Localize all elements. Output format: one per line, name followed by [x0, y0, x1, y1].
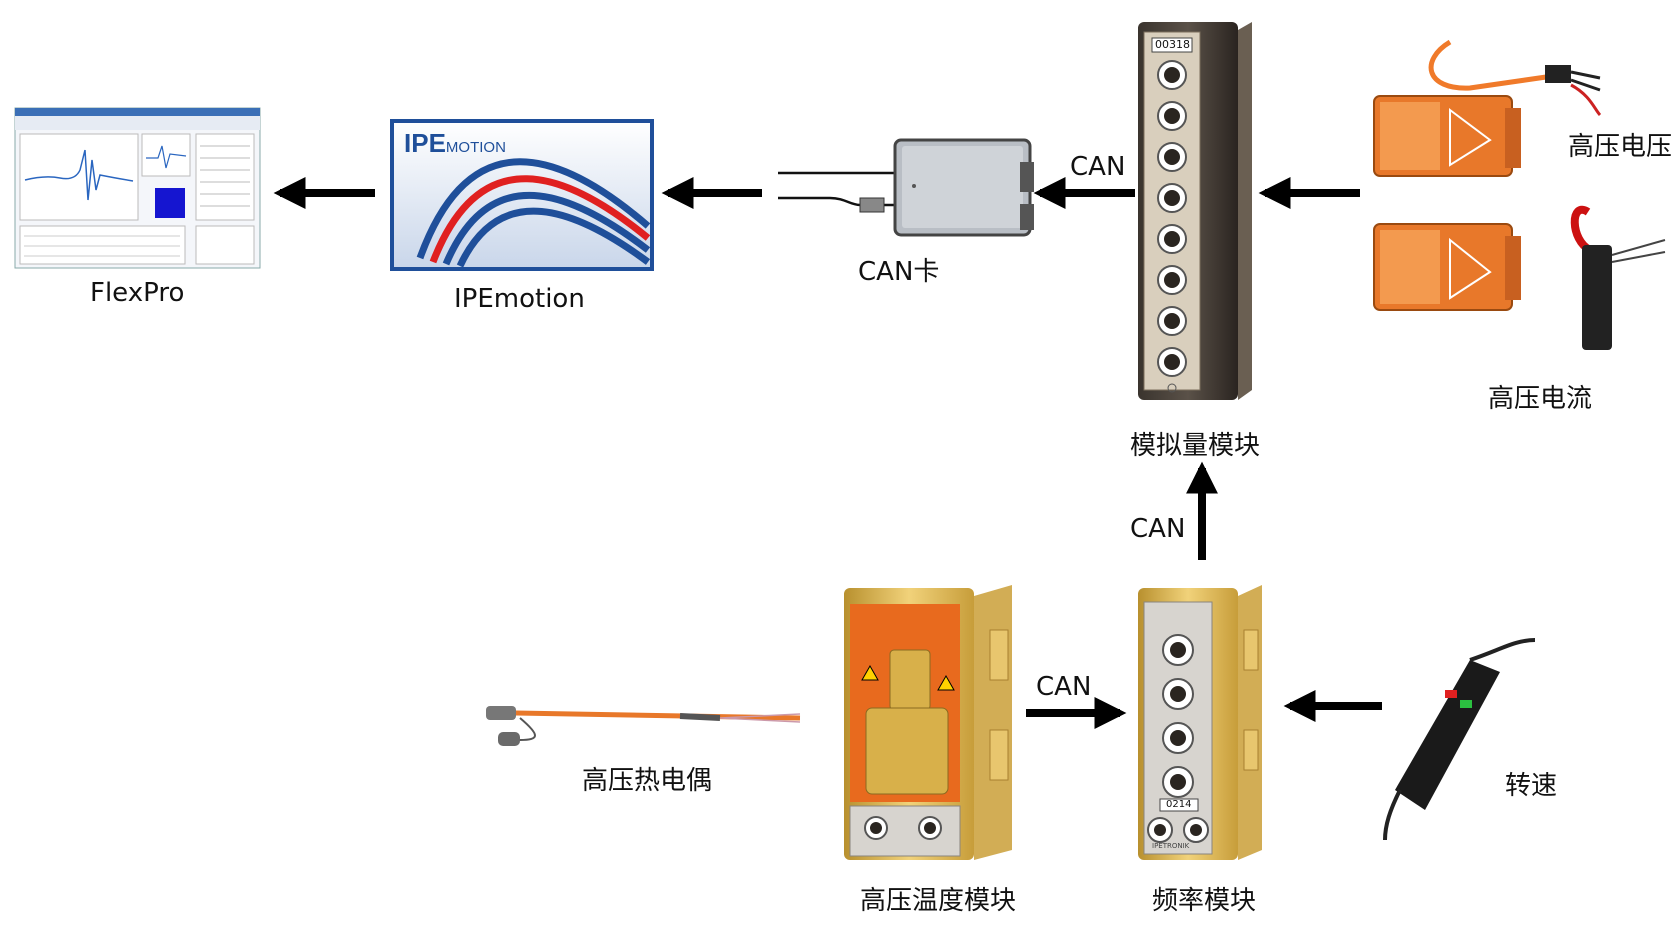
label-hv-current: 高压电流 [1488, 384, 1593, 414]
analog-module-device [1138, 22, 1252, 400]
ipe-logo-motion: MOTION [445, 139, 506, 156]
analog-module-id: 00318 [1155, 38, 1190, 51]
ipe-logo-ipe: IPE [404, 128, 446, 158]
label-ipemotion: IPEmotion [454, 284, 585, 314]
ipemotion-logo [390, 119, 654, 271]
label-flexpro: FlexPro [90, 278, 185, 308]
flexpro-screenshot [14, 107, 261, 269]
arrows [273, 177, 1382, 729]
can-card-device [778, 138, 1034, 237]
freq-module-device [1138, 585, 1262, 860]
ipe-logo-text: IPEMOTION [404, 128, 506, 159]
label-analog-module: 模拟量模块 [1130, 431, 1261, 461]
label-hv-temp-module: 高压温度模块 [860, 886, 1017, 916]
label-hv-voltage: 高压电压 [1568, 132, 1673, 162]
hv-temp-module-device [844, 585, 1012, 860]
freq-module-id: 0214 [1166, 799, 1192, 810]
speed-sensor-device [1383, 638, 1536, 841]
label-freq-module: 频率模块 [1152, 886, 1257, 916]
hv-voltage-device [1373, 39, 1602, 177]
hv-thermocouple-device [486, 706, 801, 746]
label-can-vertical: CAN [1130, 514, 1186, 544]
hv-current-device [1373, 205, 1666, 350]
label-can-card: CAN卡 [858, 257, 940, 287]
label-speed: 转速 [1505, 771, 1558, 801]
label-hv-thermocouple: 高压热电偶 [582, 766, 713, 796]
label-can-bottom: CAN [1036, 672, 1092, 702]
label-can-top: CAN [1070, 152, 1126, 182]
device-brand: IPETRONIK [1152, 842, 1190, 850]
